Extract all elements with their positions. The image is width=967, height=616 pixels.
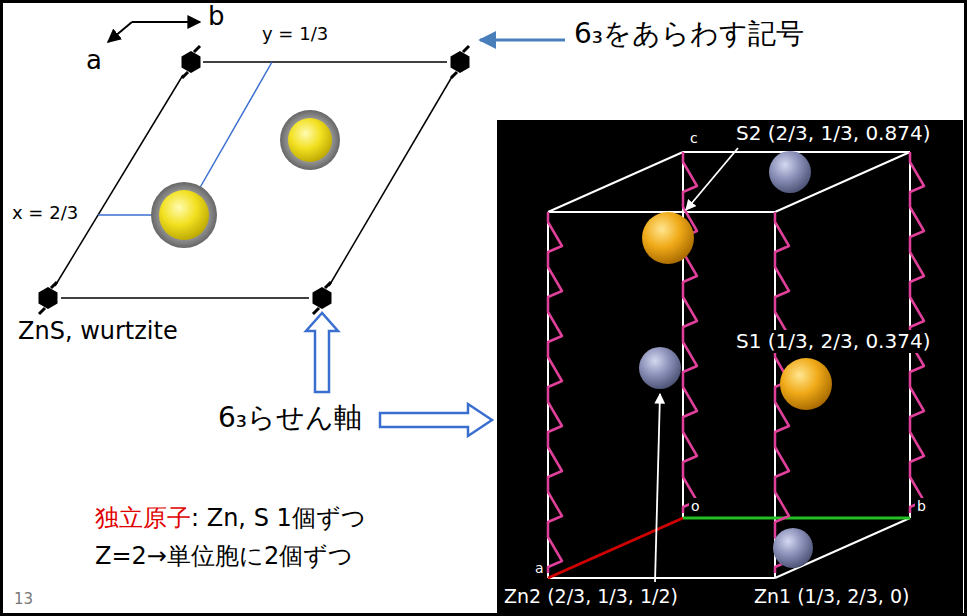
- axis-label: b: [915, 498, 928, 514]
- note-text: : Zn, S 1個ずつ: [191, 505, 366, 533]
- coordinate-label: x = 2/3: [12, 203, 78, 224]
- axis-label: c: [688, 130, 700, 146]
- atom-label: Zn2 (2/3, 1/3, 1/2): [502, 586, 680, 608]
- axis-label: a: [533, 560, 546, 576]
- atom-label: S2 (2/3, 1/3, 0.874): [734, 122, 932, 145]
- pointer-arrow: [480, 39, 565, 42]
- axis-arrows: [108, 22, 200, 42]
- b-axis: [683, 517, 910, 520]
- hollow-arrow: [380, 404, 492, 436]
- atom-label: Zn1 (1/3, 2/3, 0): [752, 586, 911, 608]
- note-text: Z=2→単位胞に2個ずつ: [95, 543, 353, 571]
- atoms: [639, 151, 832, 568]
- a-axis: [548, 518, 683, 578]
- s-atoms: [151, 110, 340, 248]
- atom-label: S1 (1/3, 2/3, 0.374): [734, 330, 932, 353]
- structure-name: ZnS, wurtzite: [18, 318, 178, 346]
- hollow-arrow: [306, 313, 338, 392]
- note-keyword: 独立原子: [95, 505, 191, 533]
- axis-label: o: [689, 498, 702, 514]
- callout-text: 6₃らせん軸: [218, 402, 362, 434]
- axis-label: b: [208, 2, 225, 32]
- structure-panel: [497, 120, 963, 613]
- cell-outline: [55, 62, 453, 298]
- screw-axis-symbols: [39, 46, 470, 314]
- callout-text: 6₃をあらわす記号: [574, 18, 804, 50]
- coordinate-label: y = 1/3: [262, 24, 328, 45]
- unit-cell-box: [548, 152, 910, 578]
- screw-axis-helix: [548, 152, 924, 573]
- axis-label: a: [86, 46, 102, 76]
- page-number: 13: [14, 591, 33, 608]
- leader-lines: [655, 148, 738, 582]
